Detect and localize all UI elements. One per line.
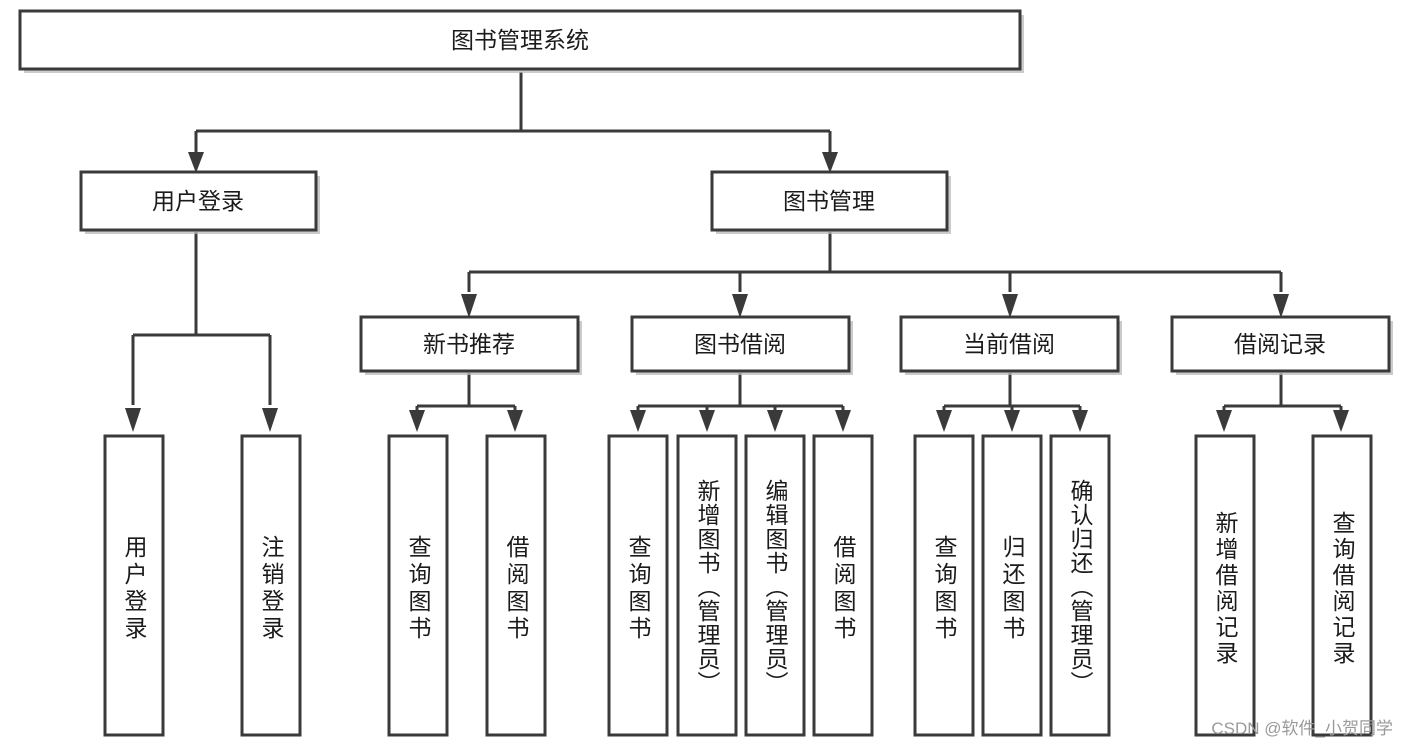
leaf-cb-return-book[interactable]: 归还图书 bbox=[981, 434, 1043, 737]
arrow-bb-leaf-3 bbox=[767, 410, 783, 432]
node-borrow-record-label: 借阅记录 bbox=[1234, 331, 1326, 357]
leaf-bb-edit-book[interactable]: 编辑图书（管理员） bbox=[744, 434, 806, 737]
leaf-bb-edit-book-label: 编辑图书（管理员） bbox=[762, 479, 788, 695]
node-root-system[interactable]: 图书管理系统 bbox=[18, 9, 1024, 73]
arrow-to-book-manage bbox=[822, 152, 838, 173]
arrow-cb-leaf-3 bbox=[1072, 410, 1088, 432]
arrow-bb-leaf-2 bbox=[699, 410, 715, 432]
leaf-user-login-1-label: 用户登录 bbox=[121, 534, 147, 643]
arrow-bb-leaf-4 bbox=[835, 410, 851, 432]
arrow-to-user-login bbox=[188, 152, 204, 173]
node-book-management-label: 图书管理 bbox=[783, 188, 875, 214]
leaf-br-add-record[interactable]: 新增借阅记录 bbox=[1194, 434, 1256, 737]
arrow-br-leaf-2 bbox=[1333, 410, 1349, 432]
leaf-cb-confirm-return-label: 确认归还（管理员） bbox=[1067, 479, 1093, 695]
leaf-bb-query-book-label: 查询图书 bbox=[625, 534, 651, 643]
node-current-borrow[interactable]: 当前借阅 bbox=[899, 315, 1122, 375]
leaf-br-add-record-label: 新增借阅记录 bbox=[1212, 510, 1238, 667]
connector-layer bbox=[125, 72, 1349, 432]
node-book-borrow-label: 图书借阅 bbox=[694, 331, 786, 357]
node-new-book-recommend-label: 新书推荐 bbox=[423, 331, 515, 357]
arrow-nb-leaf-1 bbox=[409, 410, 425, 432]
arrow-to-leaf-user-login bbox=[125, 408, 141, 432]
arrow-br-leaf-1 bbox=[1216, 410, 1232, 432]
arrow-to-borrow-record bbox=[1273, 294, 1289, 318]
arrow-to-current-borrow bbox=[1002, 294, 1018, 318]
leaf-br-query-record-label: 查询借阅记录 bbox=[1329, 510, 1355, 667]
node-current-borrow-label: 当前借阅 bbox=[963, 331, 1055, 357]
arrow-cb-leaf-1 bbox=[936, 410, 952, 432]
leaf-bb-borrow-book[interactable]: 借阅图书 bbox=[812, 434, 874, 737]
leaf-user-login-1[interactable]: 用户登录 bbox=[103, 434, 165, 737]
leaf-bb-add-book[interactable]: 新增图书（管理员） bbox=[676, 434, 738, 737]
leaf-nb-query-book[interactable]: 查询图书 bbox=[387, 434, 449, 737]
node-user-login[interactable]: 用户登录 bbox=[79, 170, 320, 234]
arrow-to-new-book bbox=[461, 294, 477, 318]
arrow-to-leaf-logout bbox=[262, 408, 278, 432]
arrow-to-book-borrow bbox=[732, 294, 748, 318]
node-new-book-recommend[interactable]: 新书推荐 bbox=[359, 315, 582, 375]
leaf-bb-add-book-label: 新增图书（管理员） bbox=[694, 479, 720, 695]
leaf-bb-borrow-book-label: 借阅图书 bbox=[830, 534, 856, 643]
node-book-borrow[interactable]: 图书借阅 bbox=[630, 315, 853, 375]
leaf-cb-query-book-label: 查询图书 bbox=[931, 534, 957, 643]
leaf-nb-query-book-label: 查询图书 bbox=[405, 534, 431, 643]
arrow-cb-leaf-2 bbox=[1004, 410, 1020, 432]
node-root-system-label: 图书管理系统 bbox=[451, 27, 589, 53]
arrow-bb-leaf-1 bbox=[630, 410, 646, 432]
leaf-br-query-record[interactable]: 查询借阅记录 bbox=[1311, 434, 1373, 737]
leaf-cb-return-book-label: 归还图书 bbox=[999, 534, 1025, 643]
leaf-user-logout[interactable]: 注销登录 bbox=[240, 434, 302, 737]
leaf-bb-query-book[interactable]: 查询图书 bbox=[607, 434, 669, 737]
leaf-user-logout-label: 注销登录 bbox=[258, 534, 284, 643]
node-borrow-record[interactable]: 借阅记录 bbox=[1170, 315, 1393, 375]
leaf-nb-borrow-book[interactable]: 借阅图书 bbox=[485, 434, 547, 737]
node-user-login-label: 用户登录 bbox=[152, 188, 244, 214]
arrow-nb-leaf-2 bbox=[507, 410, 523, 432]
leaf-nb-borrow-book-label: 借阅图书 bbox=[503, 534, 529, 643]
node-book-management[interactable]: 图书管理 bbox=[710, 170, 951, 234]
leaf-cb-query-book[interactable]: 查询图书 bbox=[913, 434, 975, 737]
leaf-cb-confirm-return[interactable]: 确认归还（管理员） bbox=[1049, 434, 1111, 737]
